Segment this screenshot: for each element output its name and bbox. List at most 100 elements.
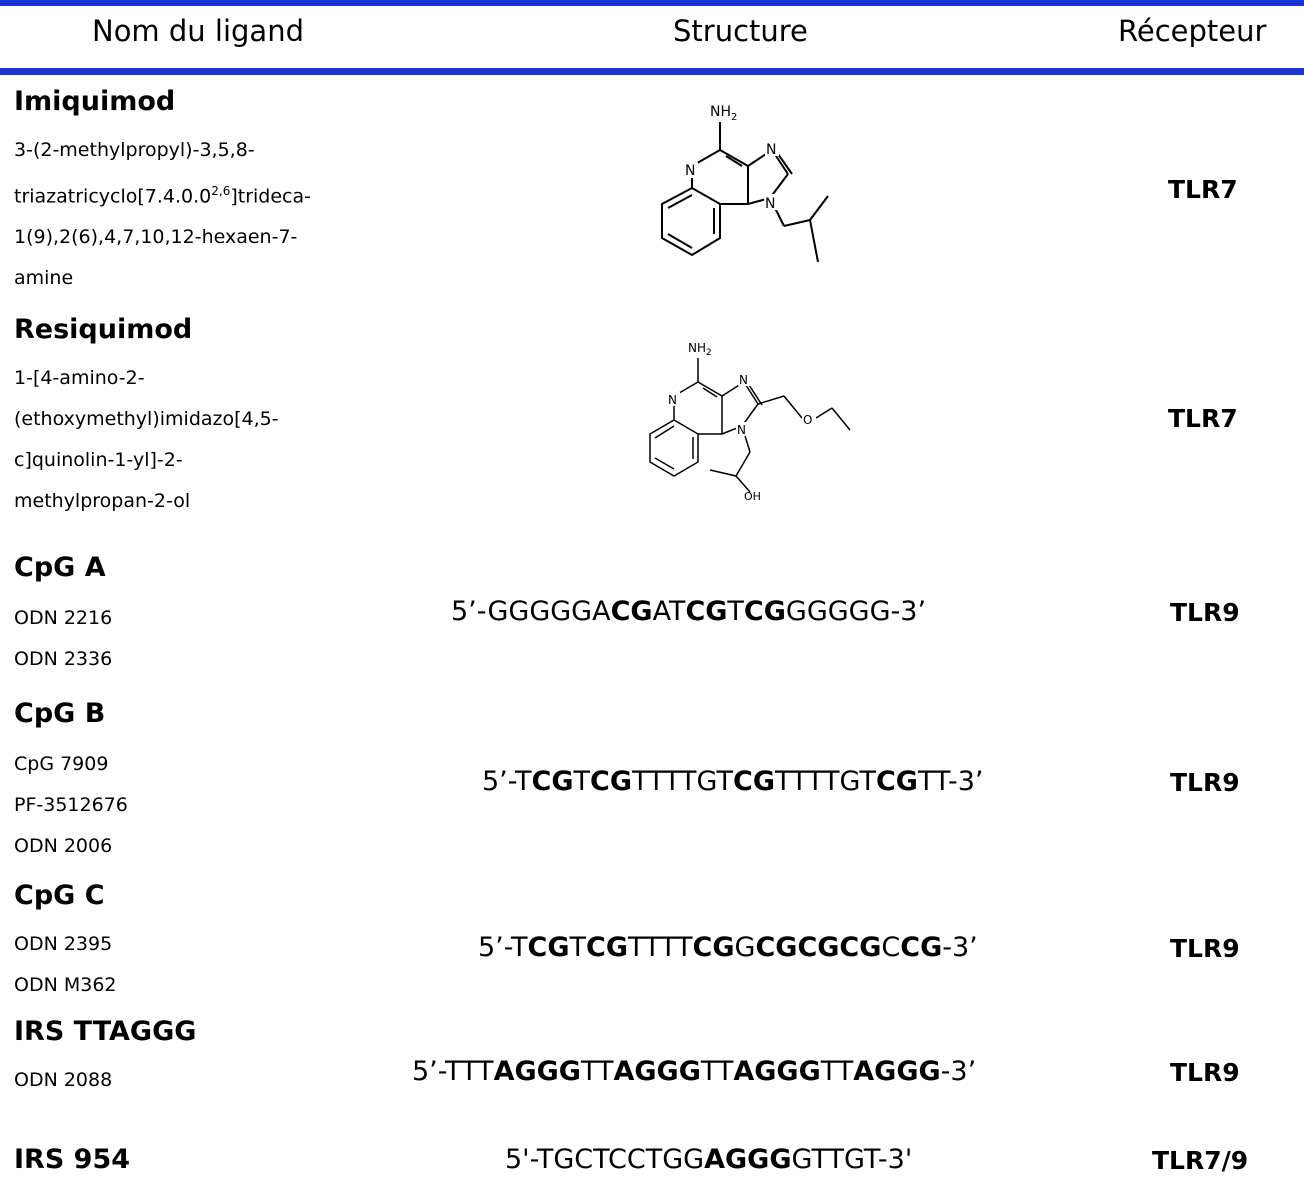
sequence-segment: TTTT: [628, 932, 693, 963]
ligand-aliases: ODN 2395 ODN M362: [14, 924, 117, 1006]
ligand-name: IRS TTAGGG: [14, 1016, 197, 1047]
sequence-motif: AGGG: [853, 1056, 941, 1087]
table-row-irs-954: IRS 954 5'-TGCTCCTGGAGGGGTTGT-3' TLR7/9: [0, 1130, 1304, 1190]
sequence-motif: CG: [531, 766, 574, 797]
sequence-segment: TT: [700, 1056, 734, 1087]
sequence-segment: T: [573, 766, 591, 797]
ligand-aliases: ODN 2088: [14, 1060, 112, 1101]
ligand-name: IRS 954: [14, 1144, 131, 1175]
sequence-segment: C: [881, 932, 901, 963]
ligand-name: CpG A: [14, 552, 106, 583]
oligo-sequence: 5’-TCGTCGTTTTGTCGTTTTGTCGTT-3’: [482, 766, 984, 797]
sequence-segment: GGGGG-3’: [785, 596, 927, 627]
sequence-motif: CG: [900, 932, 943, 963]
atom-label: N: [685, 163, 695, 179]
iupac-line: (ethoxymethyl)imidazo[4,5-: [14, 408, 279, 430]
atom-label: N: [765, 196, 775, 212]
iupac-line: 3-(2-methylpropyl)-3,5,8-: [14, 139, 255, 161]
ligand-name: Imiquimod: [14, 86, 176, 117]
ligand-iupac-name: 3-(2-methylpropyl)-3,5,8- triazatricyclo…: [14, 130, 311, 299]
atom-label: N: [668, 393, 677, 407]
ligand-aliases: ODN 2216 ODN 2336: [14, 598, 112, 680]
sequence-segment: T: [727, 596, 744, 627]
iupac-line: 1(9),2(6),4,7,10,12-hexaen-7-: [14, 226, 298, 249]
sequence-segment: 5’-T: [482, 766, 532, 797]
ligand-name: Resiquimod: [14, 314, 193, 345]
iupac-line: amine: [14, 267, 74, 290]
atom-label: N: [739, 373, 748, 387]
header-structure: Structure: [673, 14, 808, 48]
alias-line: CpG 7909: [14, 753, 109, 775]
receptor-label: TLR9: [1170, 934, 1240, 963]
sequence-motif: CG: [610, 596, 653, 627]
sequence-segment: T: [569, 932, 587, 963]
sequence-segment: TT: [820, 1056, 854, 1087]
receptor-label: TLR7/9: [1152, 1146, 1249, 1175]
atom-subscript: 2: [706, 348, 712, 358]
table-row-irs-ttaggg: IRS TTAGGG ODN 2088 5’-TTTAGGGTTAGGGTTAG…: [0, 1002, 1304, 1136]
ligand-name: CpG C: [14, 880, 105, 911]
sequence-segment: TT-3’: [917, 766, 984, 797]
atom-label: NH: [710, 104, 731, 120]
atom-label: O: [803, 413, 812, 427]
iupac-line: c]quinolin-1-yl]-2-: [14, 449, 183, 471]
sequence-motif: CG: [692, 932, 735, 963]
atom-label: N: [766, 142, 776, 158]
iupac-text: triazatricyclo[7.4.0.0: [14, 185, 212, 208]
sequence-segment: G: [734, 932, 756, 963]
sequence-motif: CG: [527, 932, 570, 963]
alias-line: ODN 2006: [14, 835, 113, 857]
sequence-segment: -3’: [942, 932, 978, 963]
svg-text:NH2: NH2: [710, 104, 737, 123]
receptor-label: TLR9: [1170, 768, 1240, 797]
table-row-resiquimod: Resiquimod 1-[4-amino-2- (ethoxymethyl)i…: [0, 306, 1304, 536]
sequence-motif: CG: [586, 932, 628, 963]
header-receptor: Récepteur: [1118, 14, 1267, 48]
sequence-segment: 5'-TGCTCCTGG: [505, 1144, 705, 1175]
sequence-motif: CGCGCG: [755, 932, 882, 963]
atom-label: N: [737, 423, 746, 437]
resiquimod-structure: NH2 N N N O OH: [649, 340, 851, 503]
alias-line: ODN 2336: [14, 648, 113, 670]
atom-subscript: 2: [731, 112, 737, 123]
sequence-segment: 5’-GGGGGA: [451, 596, 611, 627]
sequence-motif: CG: [733, 766, 775, 797]
sequence-motif: AGGG: [704, 1144, 792, 1175]
sequence-motif: CG: [875, 766, 918, 797]
alias-line: ODN M362: [14, 974, 117, 996]
sequence-segment: AT: [652, 596, 686, 627]
sequence-motif: CG: [685, 596, 728, 627]
table-header: Nom du ligand Structure Récepteur: [0, 6, 1304, 64]
header-rule: [0, 68, 1304, 75]
iupac-text: ]trideca-: [230, 185, 312, 208]
iupac-superscript: 2,6: [211, 184, 231, 198]
receptor-label: TLR9: [1170, 1058, 1240, 1087]
oligo-sequence: 5’-GGGGGACGATCGTCGGGGGG-3’: [451, 596, 926, 627]
oligo-sequence: 5’-TCGTCGTTTTCGGCGCGCGCCG-3’: [478, 932, 978, 963]
sequence-segment: TTTTGT: [774, 766, 876, 797]
oligo-sequence: 5’-TTTAGGGTTAGGGTTAGGGTTAGGG-3’: [412, 1056, 976, 1087]
ligand-aliases: CpG 7909 PF-3512676 ODN 2006: [14, 744, 128, 867]
table-row-cpg-a: CpG A ODN 2216 ODN 2336 5’-GGGGGACGATCGT…: [0, 540, 1304, 682]
sequence-motif: AGGG: [733, 1056, 821, 1087]
alias-line: ODN 2216: [14, 607, 113, 629]
alias-line: PF-3512676: [14, 794, 128, 816]
alias-line: ODN 2088: [14, 1069, 113, 1091]
ligand-name: CpG B: [14, 698, 106, 729]
oligo-sequence: 5'-TGCTCCTGGAGGGGTTGT-3': [505, 1144, 912, 1175]
sequence-segment: TT: [580, 1056, 614, 1087]
iupac-line: 1-[4-amino-2-: [14, 367, 145, 389]
receptor-label: TLR7: [1168, 404, 1238, 433]
svg-text:NH2: NH2: [688, 341, 712, 358]
table-row-imiquimod: Imiquimod 3-(2-methylpropyl)-3,5,8- tria…: [0, 80, 1304, 300]
sequence-motif: AGGG: [493, 1056, 581, 1087]
imiquimod-structure: NH2 N N N: [661, 102, 829, 263]
iupac-line: methylpropan-2-ol: [14, 490, 191, 512]
header-ligand-name: Nom du ligand: [92, 14, 304, 48]
alias-line: ODN 2395: [14, 933, 113, 955]
sequence-segment: TTTTGT: [632, 766, 733, 797]
sequence-motif: CG: [590, 766, 632, 797]
receptor-label: TLR7: [1168, 175, 1238, 204]
sequence-segment: 5’-TTT: [412, 1056, 494, 1087]
sequence-segment: -3’: [940, 1056, 977, 1087]
